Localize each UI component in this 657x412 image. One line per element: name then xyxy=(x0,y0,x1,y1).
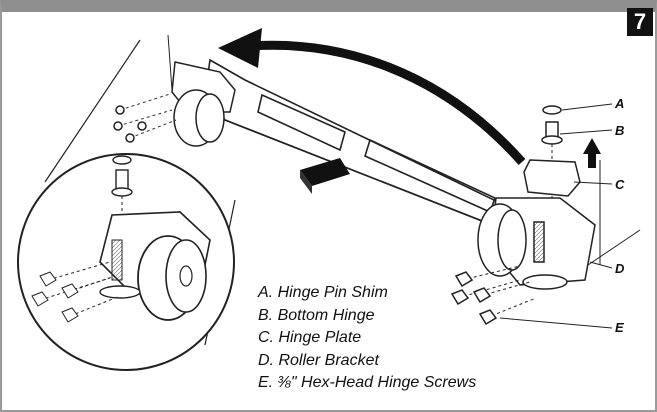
legend-item-hinge-pin-shim: A. Hinge Pin Shim xyxy=(258,284,388,301)
callout-leaders xyxy=(499,103,613,329)
parts-legend: A. Hinge Pin Shim B. Bottom Hinge C. Hin… xyxy=(258,282,476,395)
callout-label-a: A xyxy=(615,96,625,111)
legend-item-roller-bracket: D. Roller Bracket xyxy=(258,351,379,369)
detail-circle xyxy=(17,39,236,371)
legend-item-hinge-screws: E. ⅜" Hex-Head Hinge Screws xyxy=(258,374,477,391)
callout-label-c: C xyxy=(615,177,625,192)
callout-label-e: E xyxy=(615,320,624,335)
caster-right xyxy=(450,105,641,326)
rail-block xyxy=(300,158,350,194)
legend-item-bottom-hinge: B. Bottom Hinge xyxy=(258,306,375,324)
callout-label-b: B xyxy=(615,123,625,138)
step-number-badge: 7 xyxy=(627,8,653,36)
caster-upper-left xyxy=(113,34,236,147)
rotation-arrow xyxy=(218,28,526,165)
lift-arrow xyxy=(583,138,601,168)
frame-rail xyxy=(204,58,527,231)
legend-item-hinge-plate: C. Hinge Plate xyxy=(258,329,362,346)
callout-label-d: D xyxy=(615,261,625,276)
